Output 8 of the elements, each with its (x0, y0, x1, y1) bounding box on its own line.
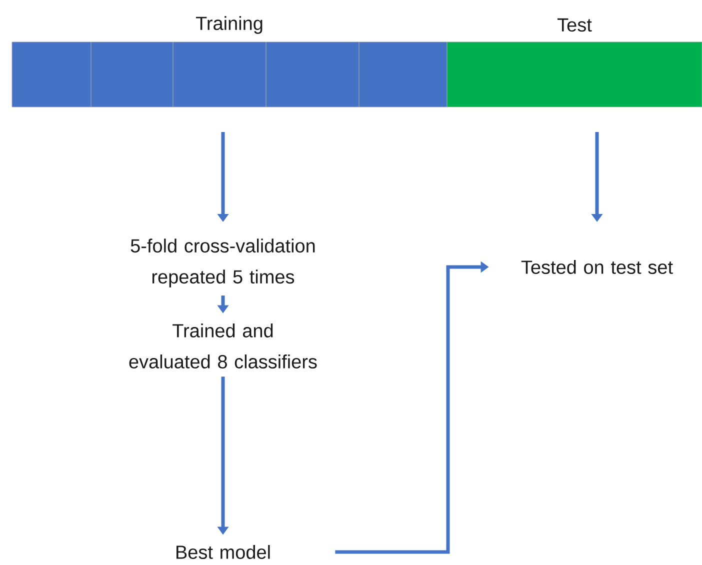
step-text: Best model (176, 545, 270, 559)
bar-heading: Test (558, 18, 592, 32)
step-text: 5-fold cross-validation repeated 5 times (130, 238, 315, 288)
training-bar (12, 42, 448, 108)
step-text: Trained and evaluated 8 classifiers (129, 324, 317, 368)
step-text: Tested on test set (521, 260, 673, 274)
test-bar (446, 42, 702, 108)
bar-heading: Training (196, 16, 262, 34)
